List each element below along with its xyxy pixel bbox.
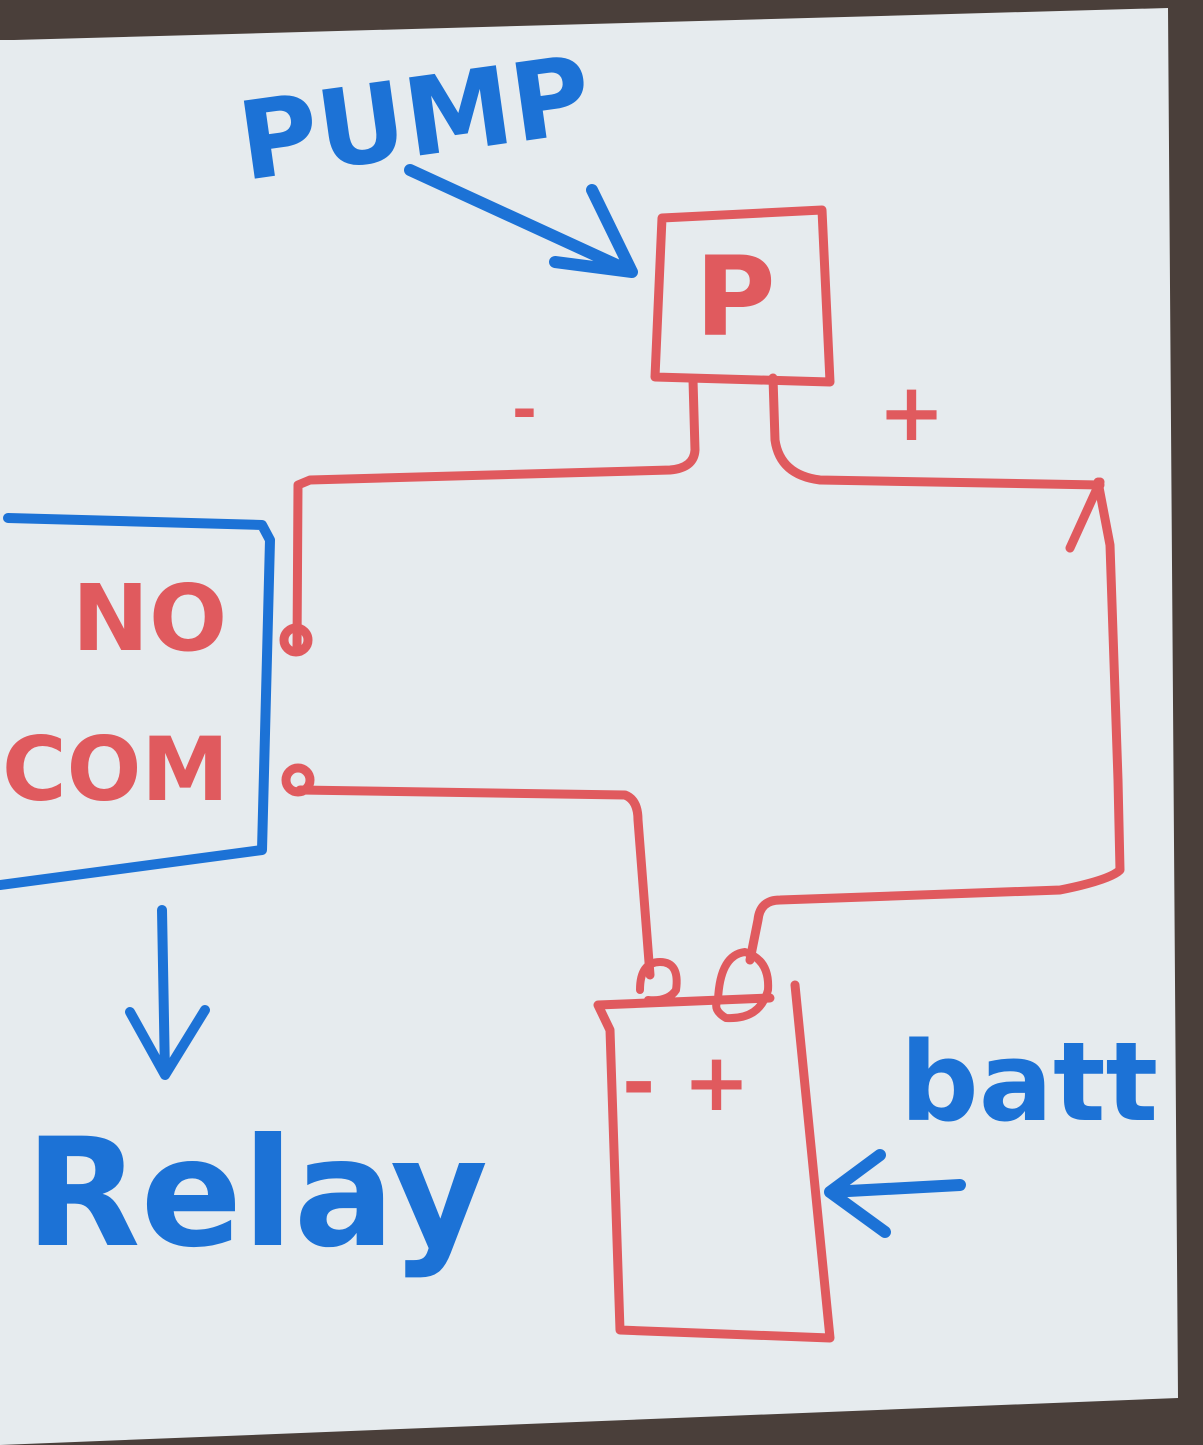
relay-no-terminal	[279, 623, 313, 657]
pump-box	[650, 205, 835, 387]
pump-arrow-icon	[404, 164, 638, 278]
battery-negative-terminal	[636, 958, 681, 1005]
positive-return-wire	[745, 477, 1125, 965]
paper-sheet	[0, 8, 1178, 1445]
pump-positive-lead	[768, 373, 1105, 490]
battery-label: batt	[900, 1018, 1158, 1146]
relay-com-terminal	[281, 763, 315, 797]
pump-negative-lead	[292, 375, 700, 655]
relay-no-label: NO	[72, 565, 227, 672]
battery-terminals-label: - +	[622, 1036, 750, 1129]
pump-symbol: P	[695, 233, 776, 361]
pump-plus-label: +	[878, 366, 945, 459]
relay-arrow-icon	[125, 905, 210, 1080]
battery-arrow-icon	[824, 1149, 966, 1238]
battery-box	[593, 980, 835, 1343]
battery-positive-terminal	[712, 948, 773, 1023]
relay-label: Relay	[25, 1107, 488, 1281]
relay-com-label: COM	[2, 718, 229, 821]
relay-box	[0, 513, 275, 890]
com-to-battery-wire	[295, 785, 655, 980]
pump-minus-label: -	[512, 375, 537, 445]
wire-arrowhead	[1065, 477, 1105, 553]
